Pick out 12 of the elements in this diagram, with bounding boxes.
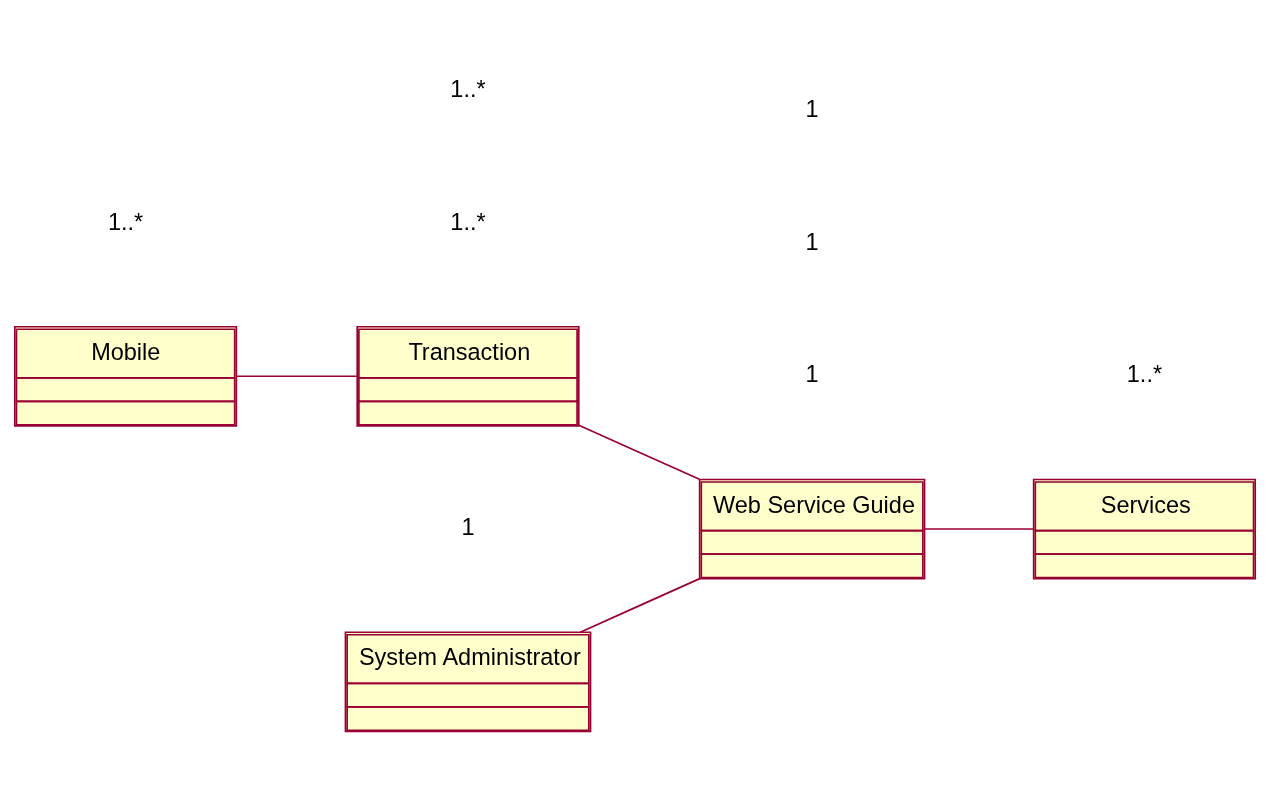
- label: 1..*: [107, 208, 144, 235]
- connector: [578, 424, 701, 481]
- label: 1..*: [450, 76, 486, 103]
- label: 1..*: [450, 208, 486, 235]
- label: 1: [461, 514, 475, 541]
- connector: [235, 375, 358, 378]
- connector: [579, 577, 701, 633]
- label: 1: [805, 361, 819, 388]
- connector: [923, 528, 1035, 530]
- label: 1: [805, 96, 819, 123]
- label: 1..*: [1126, 361, 1163, 388]
- label: 1: [805, 228, 819, 255]
